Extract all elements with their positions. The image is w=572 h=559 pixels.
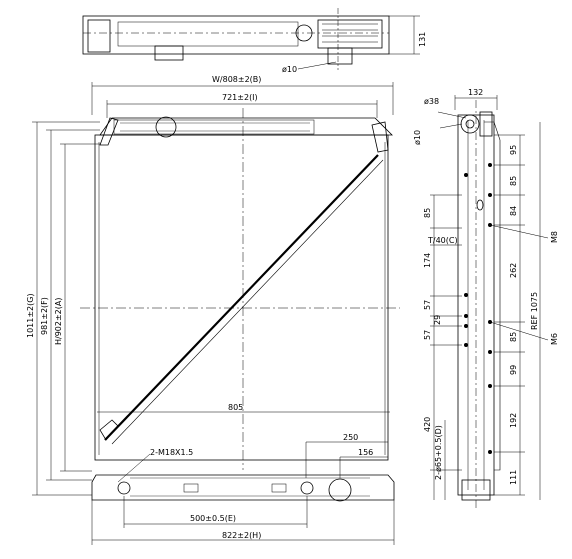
dim-core-width: 721±2(I) (222, 93, 258, 102)
dim-tank-pitch: 500±0.5(E) (190, 514, 236, 523)
dim-420: 420 (423, 417, 432, 432)
dim-side-hole-38: ø38 (424, 97, 439, 106)
dim-192: 192 (509, 413, 518, 428)
side-view (430, 95, 549, 508)
callout-m6: M6 (550, 333, 559, 345)
dim-174: 174 (423, 253, 432, 268)
dim-ref: REF 1075 (530, 292, 539, 330)
dim-29: 29 (433, 315, 442, 325)
dim-84: 84 (509, 206, 518, 216)
dim-57a: 57 (423, 300, 432, 310)
dim-85b: 85 (423, 208, 432, 218)
dim-height-f: 981±2(F) (40, 297, 49, 335)
dim-overall-height: 1011±2(G) (26, 293, 35, 338)
dim-99: 99 (509, 365, 518, 375)
dim-side-depth: 132 (468, 88, 483, 97)
dim-bottom-width: 822±2(H) (222, 531, 261, 540)
dim-top-hole: ø10 (282, 65, 297, 74)
dim-111: 111 (509, 470, 518, 485)
dim-tol: T/40(C) (427, 236, 458, 245)
dim-pipe: 2-ø65+0.5(D) (434, 425, 443, 480)
dim-156: 156 (358, 448, 373, 457)
dim-core-height: H/902±2(A) (54, 298, 63, 346)
dim-side-hole-10: ø10 (413, 130, 422, 145)
dim-57b: 57 (423, 330, 432, 340)
dim-overall-width: W/808±2(B) (212, 75, 261, 84)
top-view (82, 8, 420, 70)
thread-callout: 2-M18X1.5 (150, 448, 193, 457)
dim-top-height: 131 (418, 32, 427, 47)
front-view (32, 82, 400, 545)
dim-85a: 85 (509, 176, 518, 186)
dim-bottom-span: 805 (228, 403, 243, 412)
dim-262: 262 (509, 263, 518, 278)
dim-250: 250 (343, 433, 358, 442)
dim-95: 95 (509, 145, 518, 155)
callout-m8: M8 (550, 231, 559, 243)
dim-85c: 85 (509, 332, 518, 342)
